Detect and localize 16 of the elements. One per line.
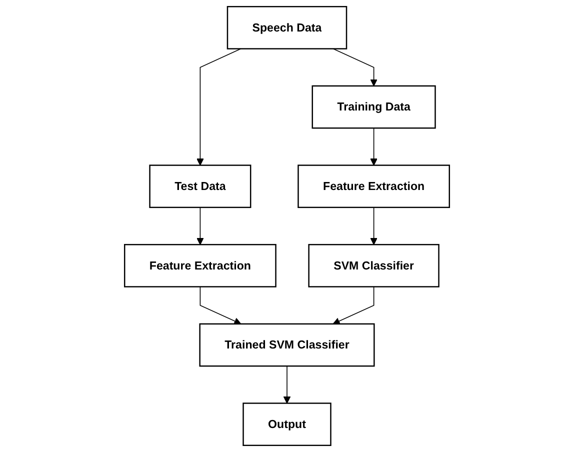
arrow bbox=[332, 286, 374, 324]
arrow bbox=[196, 207, 204, 245]
arrow bbox=[200, 286, 242, 324]
node-box: Feature Extraction bbox=[298, 164, 450, 208]
arrow bbox=[370, 207, 378, 245]
node-box: Feature Extraction bbox=[124, 244, 276, 288]
node-box: Speech Data bbox=[226, 6, 348, 50]
node-box: Test Data bbox=[149, 164, 252, 208]
node-box: Output bbox=[242, 402, 332, 446]
node-box: Training Data bbox=[312, 85, 436, 129]
node-box: Trained SVM Classifier bbox=[199, 323, 375, 367]
node-box: SVM Classifier bbox=[308, 244, 440, 288]
arrow bbox=[283, 366, 291, 404]
arrow bbox=[332, 48, 378, 86]
arrow bbox=[196, 48, 242, 166]
arrow bbox=[370, 128, 378, 166]
